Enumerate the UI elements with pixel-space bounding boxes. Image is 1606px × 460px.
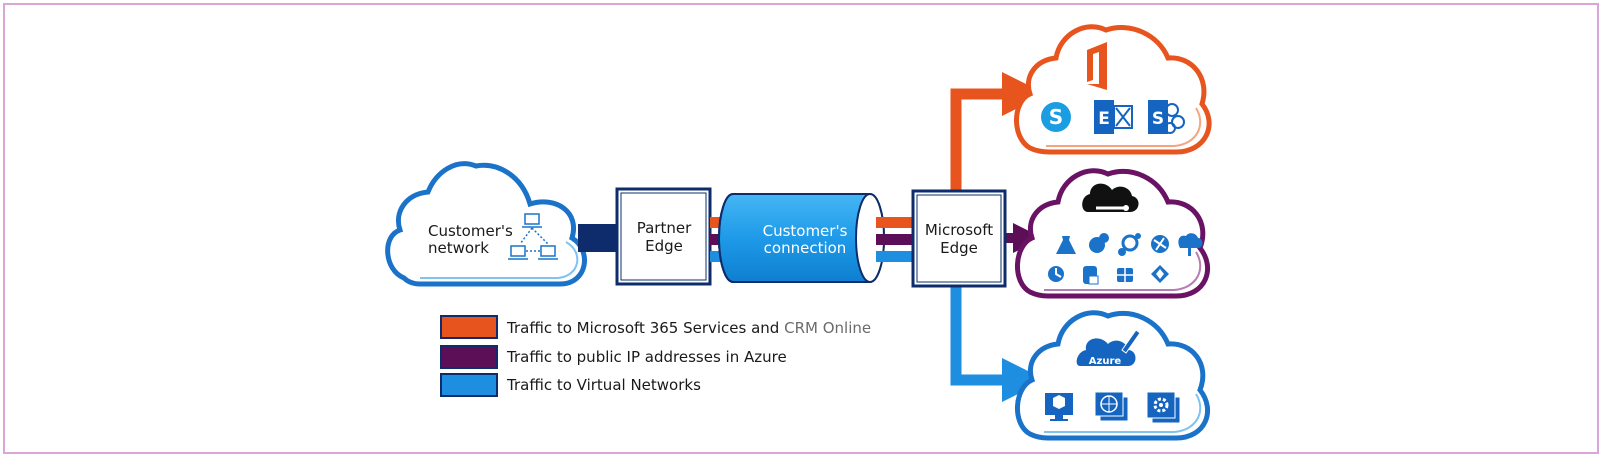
cloud-service-icon	[1146, 391, 1181, 424]
office-traffic-arrow	[950, 72, 1046, 191]
microsoft-edge-label-line1: Microsoft	[925, 221, 993, 239]
legend-label-office-suffix: CRM Online	[784, 319, 871, 337]
svg-text:E: E	[1098, 109, 1110, 129]
customer-network-label-line1: Customer's	[428, 222, 513, 240]
web-app-icon	[1094, 391, 1129, 422]
computer-network-icon	[508, 213, 558, 260]
virtual-machine-icon	[1045, 393, 1073, 421]
azure-badge-icon: Azure	[1076, 329, 1141, 367]
legend-swatch-public	[440, 345, 498, 369]
azure-virtual-networks-cloud: Azure	[1015, 310, 1211, 441]
clock-icon	[1048, 266, 1064, 282]
network-icon	[1151, 235, 1169, 253]
legend-label-office-prefix: Traffic to Microsoft 365 Services and	[506, 319, 784, 337]
customer-partner-link	[578, 224, 618, 252]
exchange-icon: E	[1094, 100, 1133, 134]
diamond-icon	[1151, 265, 1169, 283]
legend-swatch-vnet	[440, 373, 498, 397]
customer-connection-label-line1: Customer's	[763, 222, 848, 240]
sharepoint-icon: S	[1148, 100, 1185, 134]
customer-connection-label-line2: connection	[764, 239, 847, 257]
microsoft-edge-box: Microsoft Edge	[911, 189, 1007, 288]
office-traffic-line-right	[876, 217, 912, 228]
grid-icon	[1117, 268, 1133, 282]
legend-item-public: Traffic to public IP addresses in Azure	[440, 345, 787, 369]
cloud-upload-icon	[1178, 233, 1203, 256]
azure-badge-label: Azure	[1089, 356, 1122, 367]
legend-label-office: Traffic to Microsoft 365 Services and CR…	[506, 319, 871, 337]
partner-edge-label-line1: Partner	[637, 219, 692, 237]
office-logo-icon	[1087, 42, 1107, 90]
legend-item-office: Traffic to Microsoft 365 Services and CR…	[440, 315, 871, 339]
partner-edge-box: Partner Edge	[615, 187, 712, 286]
microsoft-edge-label-line2: Edge	[940, 239, 978, 257]
diagram-frame	[3, 3, 1599, 454]
legend-label-vnet: Traffic to Virtual Networks	[506, 376, 701, 394]
gear-cluster-icon	[1118, 233, 1141, 256]
legend-item-vnet: Traffic to Virtual Networks	[440, 373, 701, 397]
customer-network-cloud: Customer's network	[385, 161, 587, 287]
database-icon	[1083, 266, 1099, 285]
skype-icon: S	[1041, 102, 1071, 132]
vnet-traffic-arrow	[950, 285, 1046, 402]
svg-text:S: S	[1152, 109, 1164, 129]
customer-connection-tube: Customer's connection	[718, 193, 885, 283]
partner-edge-label-line2: Edge	[645, 237, 683, 255]
media-icon	[1089, 233, 1109, 253]
customer-network-label-line2: network	[428, 239, 489, 257]
microsoft-365-cloud: S E S	[1014, 24, 1212, 155]
azure-public-services-cloud	[1015, 168, 1211, 299]
svg-text:S: S	[1049, 105, 1063, 129]
vnet-traffic-line-right	[876, 251, 912, 262]
flask-icon	[1056, 236, 1076, 254]
azure-cloud-icon	[1082, 183, 1139, 212]
legend-label-public: Traffic to public IP addresses in Azure	[506, 348, 787, 366]
public-traffic-line-right	[876, 234, 912, 245]
legend-swatch-office	[440, 315, 498, 339]
legend: Traffic to Microsoft 365 Services and CR…	[440, 315, 871, 397]
